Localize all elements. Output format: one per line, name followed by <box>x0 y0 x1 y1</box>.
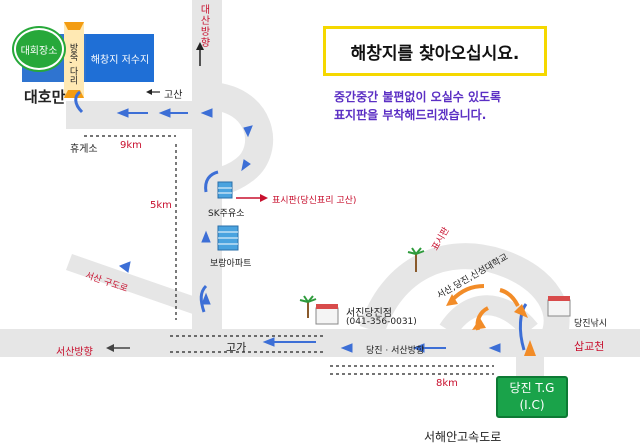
borang-apt-label: 보랑아파트 <box>210 259 252 269</box>
left-arrow-icon <box>200 108 213 118</box>
dangjin-seosan-direction: 당진 · 서산방향 <box>366 346 425 356</box>
daesan-direction: 대산방향 <box>198 4 209 48</box>
tg-subtitle: (I.C) <box>519 398 545 412</box>
venue-label: 대회장소 <box>20 45 58 57</box>
left-arrow-icon <box>488 343 501 353</box>
exit-arrow-icon <box>514 304 528 318</box>
sk-station-label: SK주유소 <box>208 209 245 219</box>
rest-area-label: 휴게소 <box>70 144 98 155</box>
building-icon <box>217 181 233 199</box>
building-icon <box>217 225 239 251</box>
store-name: 서진당진점 <box>346 308 392 319</box>
left-arrow-icon <box>340 343 353 353</box>
old-road <box>66 254 216 320</box>
seosan-arrow-icon <box>106 344 130 352</box>
subtitle-line-1: 중간중간 불편없이 오실수 있도록 <box>334 90 502 104</box>
up-arrow-icon <box>201 230 211 243</box>
distance-9km: 9km <box>120 140 142 151</box>
shop-icon <box>547 296 571 317</box>
distance-5km: 5km <box>150 200 172 211</box>
store-phone: (041-356-0031) <box>346 317 417 327</box>
signpost-note: 표시판(당신표리 고산) <box>272 196 357 206</box>
overpass-label: 고가 <box>226 341 247 354</box>
gosan-arrow-icon <box>146 89 160 95</box>
up-arrow-icon <box>201 292 211 305</box>
tg-interchange-box: 당진 T.G (I.C) <box>496 376 568 418</box>
sapgyocheon-label: 삽교천 <box>574 340 605 353</box>
dangjin-fishing-label: 당진낚시 <box>574 319 608 329</box>
venue-badge: 대회장소 <box>14 28 64 70</box>
left-arrow-icon <box>118 261 131 273</box>
page-title: 해창지를 찾아오십시요. <box>323 26 547 76</box>
title-text: 해창지를 찾아오십시요. <box>350 43 520 64</box>
tg-up-arrow-icon <box>524 340 536 356</box>
palm-tree-icon <box>299 295 317 318</box>
exit-arrow-heads <box>446 294 528 330</box>
north-arrow-icon <box>196 42 204 66</box>
curve-arrow-icon <box>241 159 251 172</box>
dam <box>64 22 84 98</box>
distance-8km: 8km <box>436 378 458 389</box>
seosan-direction: 서산방향 <box>56 347 93 358</box>
tg-name: 당진 T.G <box>509 381 555 395</box>
red-arrow-icon <box>236 194 268 202</box>
expressway-label: 서해안고속도로 <box>424 430 502 444</box>
loop-road <box>193 82 273 199</box>
route-arrows <box>116 108 501 353</box>
curved-arrows <box>74 90 528 351</box>
exit-arrow-icon <box>472 318 486 330</box>
subtitle-line-2: 표지판을 부착해드리겠습니다. <box>334 108 487 122</box>
distance-lines <box>84 135 494 375</box>
daehoman-label: 대호만 <box>24 88 66 106</box>
up-arrow-icon <box>243 125 253 138</box>
reservoir-sign: 해창지 저수지 <box>86 34 154 82</box>
top-road <box>66 101 206 129</box>
subtitle: 중간중간 불편없이 오실수 있도록 표지판을 부착해드리겠습니다. <box>334 88 501 124</box>
dam-top <box>64 22 84 30</box>
palm-tree-icon <box>407 247 425 272</box>
exit-arrow-icon <box>446 294 458 306</box>
shop-icon <box>315 304 339 325</box>
reservoir-label: 해창지 저수지 <box>90 54 150 66</box>
dam-label: 방죽, 다리 <box>67 43 78 85</box>
gosan-label: 고산 <box>164 90 183 101</box>
